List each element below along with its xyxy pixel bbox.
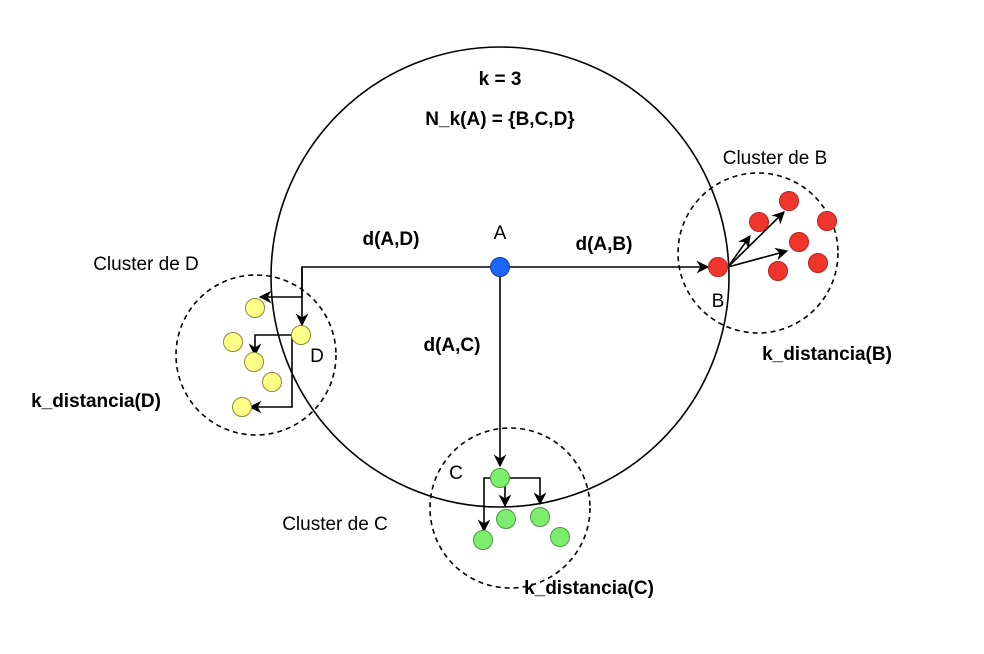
cluster-d-point xyxy=(223,332,243,352)
cluster-c-k-distance: k_distancia(C) xyxy=(524,578,654,599)
cluster-d-point xyxy=(244,352,264,372)
cluster-c-point xyxy=(550,527,570,547)
cluster-d-boundary xyxy=(175,274,337,436)
cluster-d-point xyxy=(262,372,282,392)
cluster-b-boundary xyxy=(677,172,839,334)
point-b-label: B xyxy=(712,291,725,312)
k-label: k = 3 xyxy=(479,69,522,90)
distance-ad-label: d(A,D) xyxy=(363,229,420,250)
cluster-b-point xyxy=(768,261,788,281)
cluster-d-k-distance: k_distancia(D) xyxy=(31,391,161,412)
cluster-b-point xyxy=(779,191,799,211)
cluster-b-point xyxy=(789,232,809,252)
edge-a-d xyxy=(295,266,500,327)
cluster-c-point xyxy=(530,507,550,527)
neighborhood-label: N_k(A) = {B,C,D} xyxy=(425,109,575,130)
cluster-c-point xyxy=(496,509,516,529)
cluster-b-point xyxy=(749,212,769,232)
point-d-label: D xyxy=(310,346,324,367)
cluster-d-point xyxy=(245,298,265,318)
cluster-d-title: Cluster de D xyxy=(93,254,199,275)
edge-d-d3 xyxy=(248,335,293,414)
edge-b-b1 xyxy=(727,234,751,268)
point-a xyxy=(490,257,510,277)
cluster-b-point xyxy=(817,211,837,231)
cluster-c-points xyxy=(473,468,570,550)
point-d xyxy=(291,325,311,345)
cluster-d-points xyxy=(223,298,311,417)
point-a-label: A xyxy=(494,223,507,244)
point-b xyxy=(708,257,728,277)
edge-c-c3 xyxy=(510,477,547,506)
edge-d-d2 xyxy=(248,334,300,357)
point-c xyxy=(490,468,510,488)
cluster-c-boundary xyxy=(429,427,591,589)
distance-ab-label: d(A,B) xyxy=(576,234,633,255)
cluster-b-k-distance: k_distancia(B) xyxy=(762,344,892,365)
cluster-b-point xyxy=(808,253,828,273)
point-c-label: C xyxy=(449,463,463,484)
edge-b-b3 xyxy=(727,247,789,268)
cluster-c-title: Cluster de C xyxy=(282,514,388,535)
cluster-d-point xyxy=(232,397,252,417)
cluster-b-points xyxy=(708,191,837,281)
distance-ac-label: d(A,C) xyxy=(424,335,481,356)
cluster-c-point xyxy=(473,530,493,550)
edge-d-d1 xyxy=(258,267,303,304)
cluster-b-title: Cluster de B xyxy=(723,148,828,169)
edge-b-b2 xyxy=(727,211,785,268)
